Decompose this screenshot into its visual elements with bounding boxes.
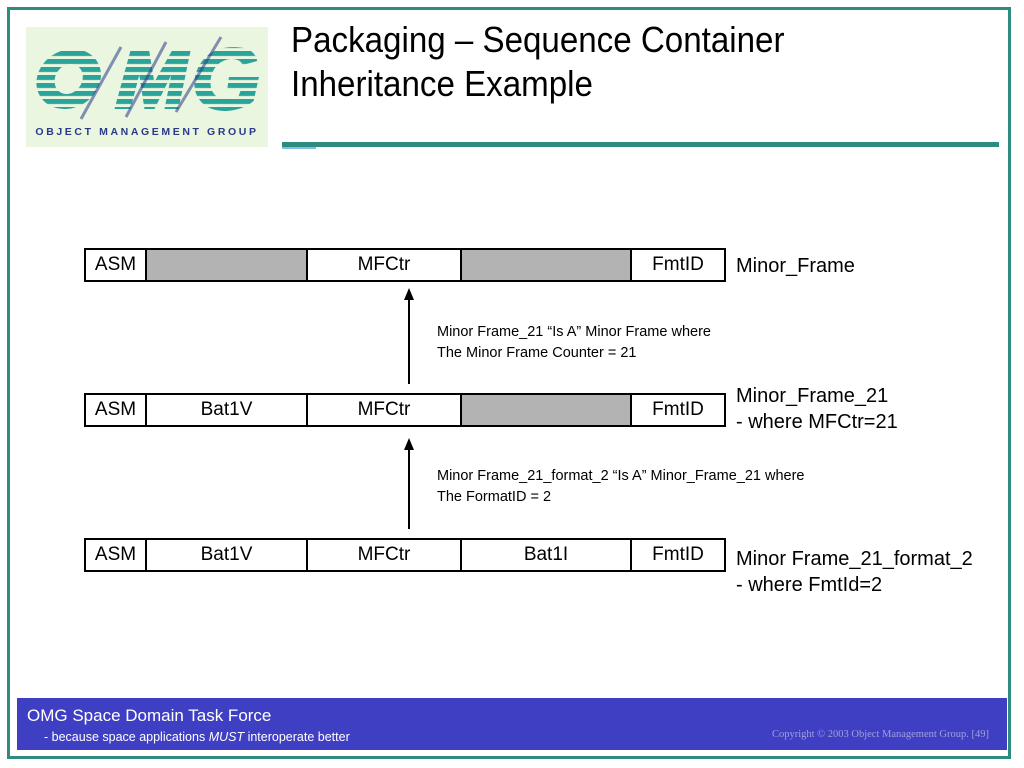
frame-label-line-1: Minor_Frame_21 bbox=[736, 385, 889, 407]
cell-asm: ASM bbox=[84, 393, 147, 427]
footer-subtitle-pre: - because space applications bbox=[44, 730, 209, 744]
footer-copyright: Copyright © 2003 Object Management Group… bbox=[771, 729, 989, 740]
title-underline bbox=[282, 142, 999, 147]
frame-label-minor-frame-21-format-2: Minor Frame_21_format_2 - where FmtId=2 bbox=[736, 546, 973, 598]
relation-note-line-2: The Minor Frame Counter = 21 bbox=[437, 345, 637, 361]
page-title-line-1: Packaging – Sequence Container bbox=[291, 19, 785, 60]
relation-note-line-2: The FormatID = 2 bbox=[437, 489, 552, 505]
frame-label-minor-frame-21: Minor_Frame_21 - where MFCtr=21 bbox=[736, 383, 898, 435]
frame-label-minor-frame: Minor_Frame bbox=[736, 253, 855, 279]
footer-subtitle-emphasis: MUST bbox=[208, 730, 245, 744]
relation-note-1: Minor Frame_21 “Is A” Minor Frame where … bbox=[437, 322, 711, 364]
arrow-head-1 bbox=[404, 288, 414, 300]
cell-asm: ASM bbox=[84, 248, 147, 282]
page-title-line-2: Inheritance Example bbox=[291, 63, 593, 104]
relation-note-line-1: Minor Frame_21_format_2 “Is A” Minor_Fra… bbox=[437, 468, 805, 484]
footer-bar: OMG Space Domain Task Force - because sp… bbox=[17, 698, 1007, 750]
omg-logo-mark bbox=[36, 36, 259, 120]
frame-row-minor-frame-21: ASM Bat1V MFCtr FmtID bbox=[84, 393, 726, 427]
frame-label-line-1: Minor_Frame bbox=[736, 255, 855, 277]
cell-fmtid: FmtID bbox=[630, 538, 726, 572]
footer-title: OMG Space Domain Task Force bbox=[27, 706, 272, 725]
cell-bat1v: Bat1V bbox=[145, 393, 308, 427]
frame-label-line-2: - where FmtId=2 bbox=[736, 574, 883, 596]
cell-mfctr: MFCtr bbox=[306, 393, 462, 427]
arrow-head-2 bbox=[404, 438, 414, 450]
footer-subtitle-post: interoperate better bbox=[244, 730, 350, 744]
cell-fmtid: FmtID bbox=[630, 248, 726, 282]
cell-fmtid: FmtID bbox=[630, 393, 726, 427]
cell-empty bbox=[460, 393, 632, 427]
omg-logo: OBJECT MANAGEMENT GROUP bbox=[26, 27, 268, 147]
cell-bat1v: Bat1V bbox=[145, 538, 308, 572]
frame-row-minor-frame: ASM MFCtr FmtID bbox=[84, 248, 726, 282]
cell-empty bbox=[460, 248, 632, 282]
frame-row-minor-frame-21-format-2: ASM Bat1V MFCtr Bat1I FmtID bbox=[84, 538, 726, 572]
relation-note-2: Minor Frame_21_format_2 “Is A” Minor_Fra… bbox=[437, 466, 804, 508]
frame-label-line-1: Minor Frame_21_format_2 bbox=[736, 548, 973, 570]
logo-subtitle: OBJECT MANAGEMENT GROUP bbox=[35, 126, 259, 138]
slide-border bbox=[7, 7, 1011, 759]
title-underline-accent bbox=[282, 147, 316, 149]
relation-note-line-1: Minor Frame_21 “Is A” Minor Frame where bbox=[437, 324, 711, 340]
cell-mfctr: MFCtr bbox=[306, 538, 462, 572]
cell-bat1i: Bat1I bbox=[460, 538, 632, 572]
cell-empty bbox=[145, 248, 308, 282]
cell-asm: ASM bbox=[84, 538, 147, 572]
page-title: Packaging – Sequence Container Inheritan… bbox=[291, 18, 935, 106]
frame-label-line-2: - where MFCtr=21 bbox=[736, 411, 898, 433]
cell-mfctr: MFCtr bbox=[306, 248, 462, 282]
footer-subtitle: - because space applications MUST intero… bbox=[44, 730, 350, 744]
